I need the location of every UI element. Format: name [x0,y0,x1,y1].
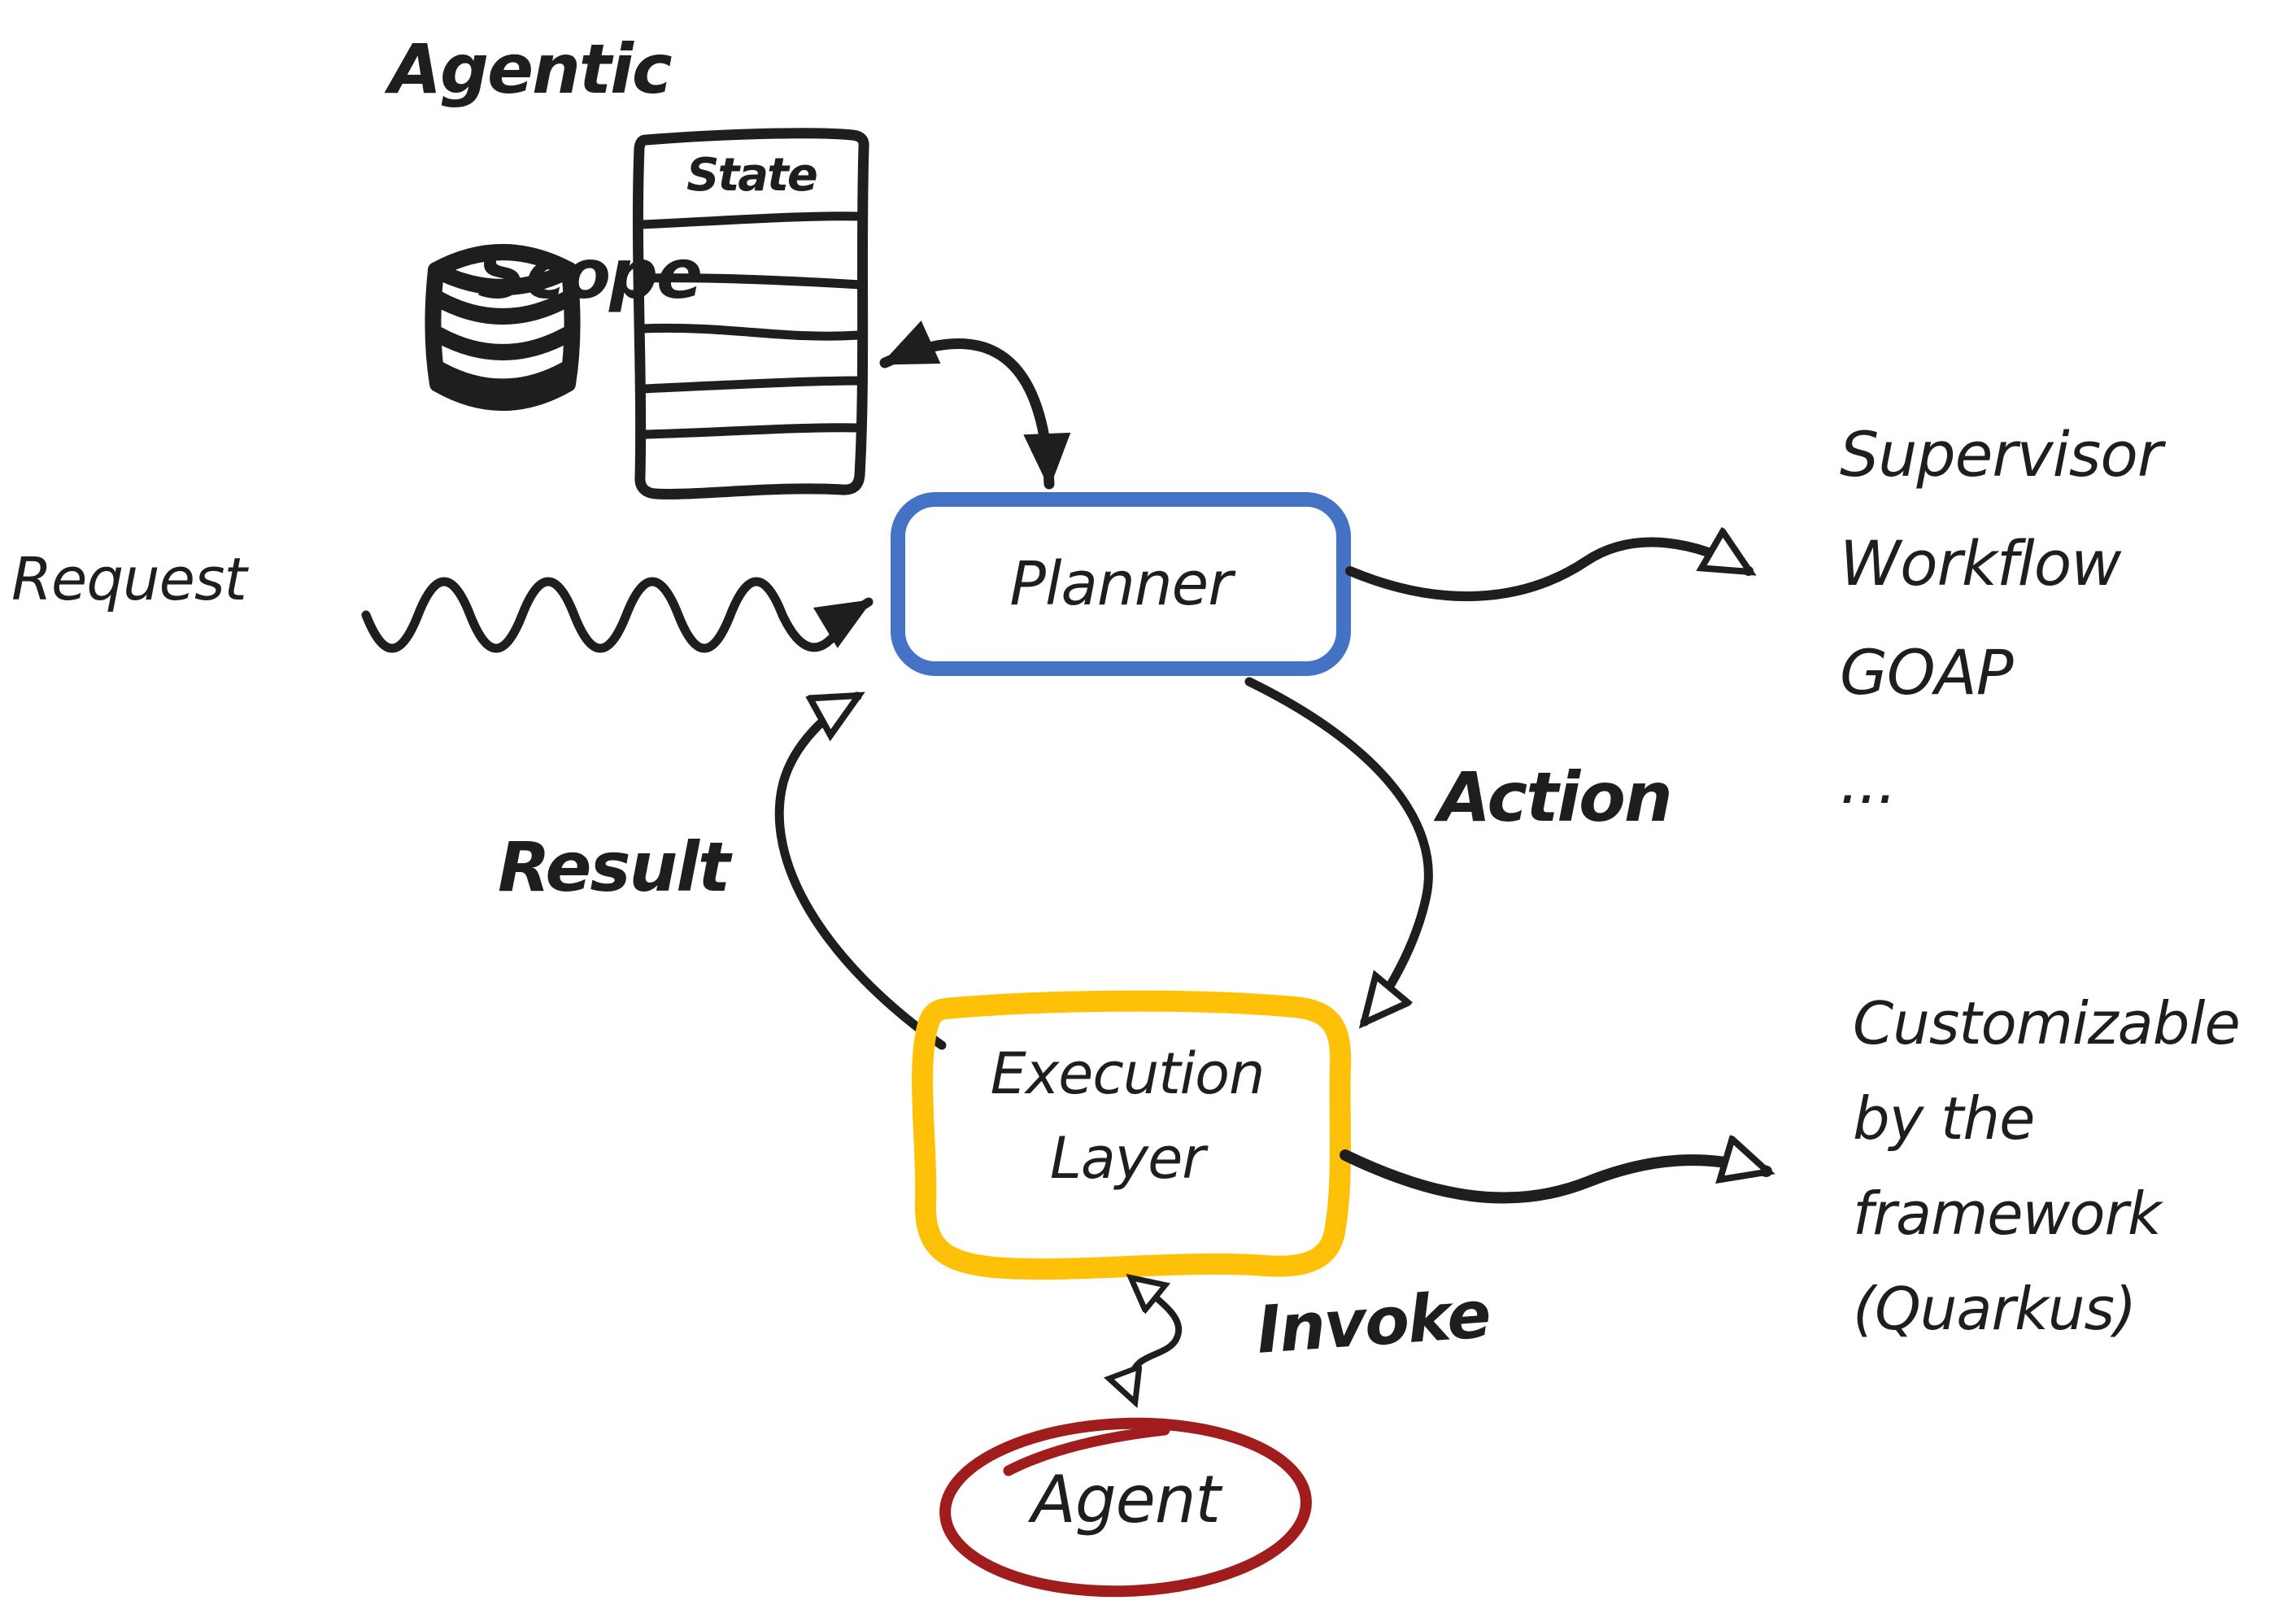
agentic-scope-line1: Agentic [389,29,673,109]
execution-note-line3: framework [1853,1179,2162,1248]
execution-layer-line2: Layer [1049,1125,1205,1192]
strategy-workflow: Workflow [1840,527,2121,600]
state-table [632,128,869,499]
request-label: Request [11,545,247,613]
result-label: Result [498,827,730,907]
planner-label: Planner [1009,549,1232,619]
invoke-label: Invoke [1254,1276,1492,1368]
execution-note-line1: Customizable [1853,989,2241,1057]
request-arrow [361,577,874,653]
execution-note-text: Customizable by the framework (Quarkus) [1853,976,2241,1452]
action-label: Action [1438,757,1673,837]
action-arrow [1244,677,1433,1022]
agent-ellipse [939,1417,1312,1598]
strategy-supervisor: Supervisor [1840,418,2163,491]
agent-label: Agent [1031,1462,1221,1537]
planner-strategies-arrow [1345,543,1749,602]
invoke-arrow [1131,1279,1183,1401]
execution-layer-line1: Execution [990,1040,1266,1107]
strategy-goap: GOAP [1840,636,2014,709]
database-icon [425,244,581,411]
agentic-scope-title: Agentic Scope [389,18,703,428]
execution-note-line2: by the [1853,1084,2035,1153]
result-arrow [774,691,947,1050]
state-planner-arrow [879,320,1071,490]
execution-note-line4: (Quarkus) [1853,1275,2137,1343]
execution-note-arrow [1340,1155,1767,1204]
strategy-ellipsis: ... [1840,745,1897,818]
state-table-header: State [686,149,818,202]
planner-box [891,492,1351,676]
execution-layer-box [912,990,1352,1280]
agentic-scope-line2: Scope [477,234,703,314]
